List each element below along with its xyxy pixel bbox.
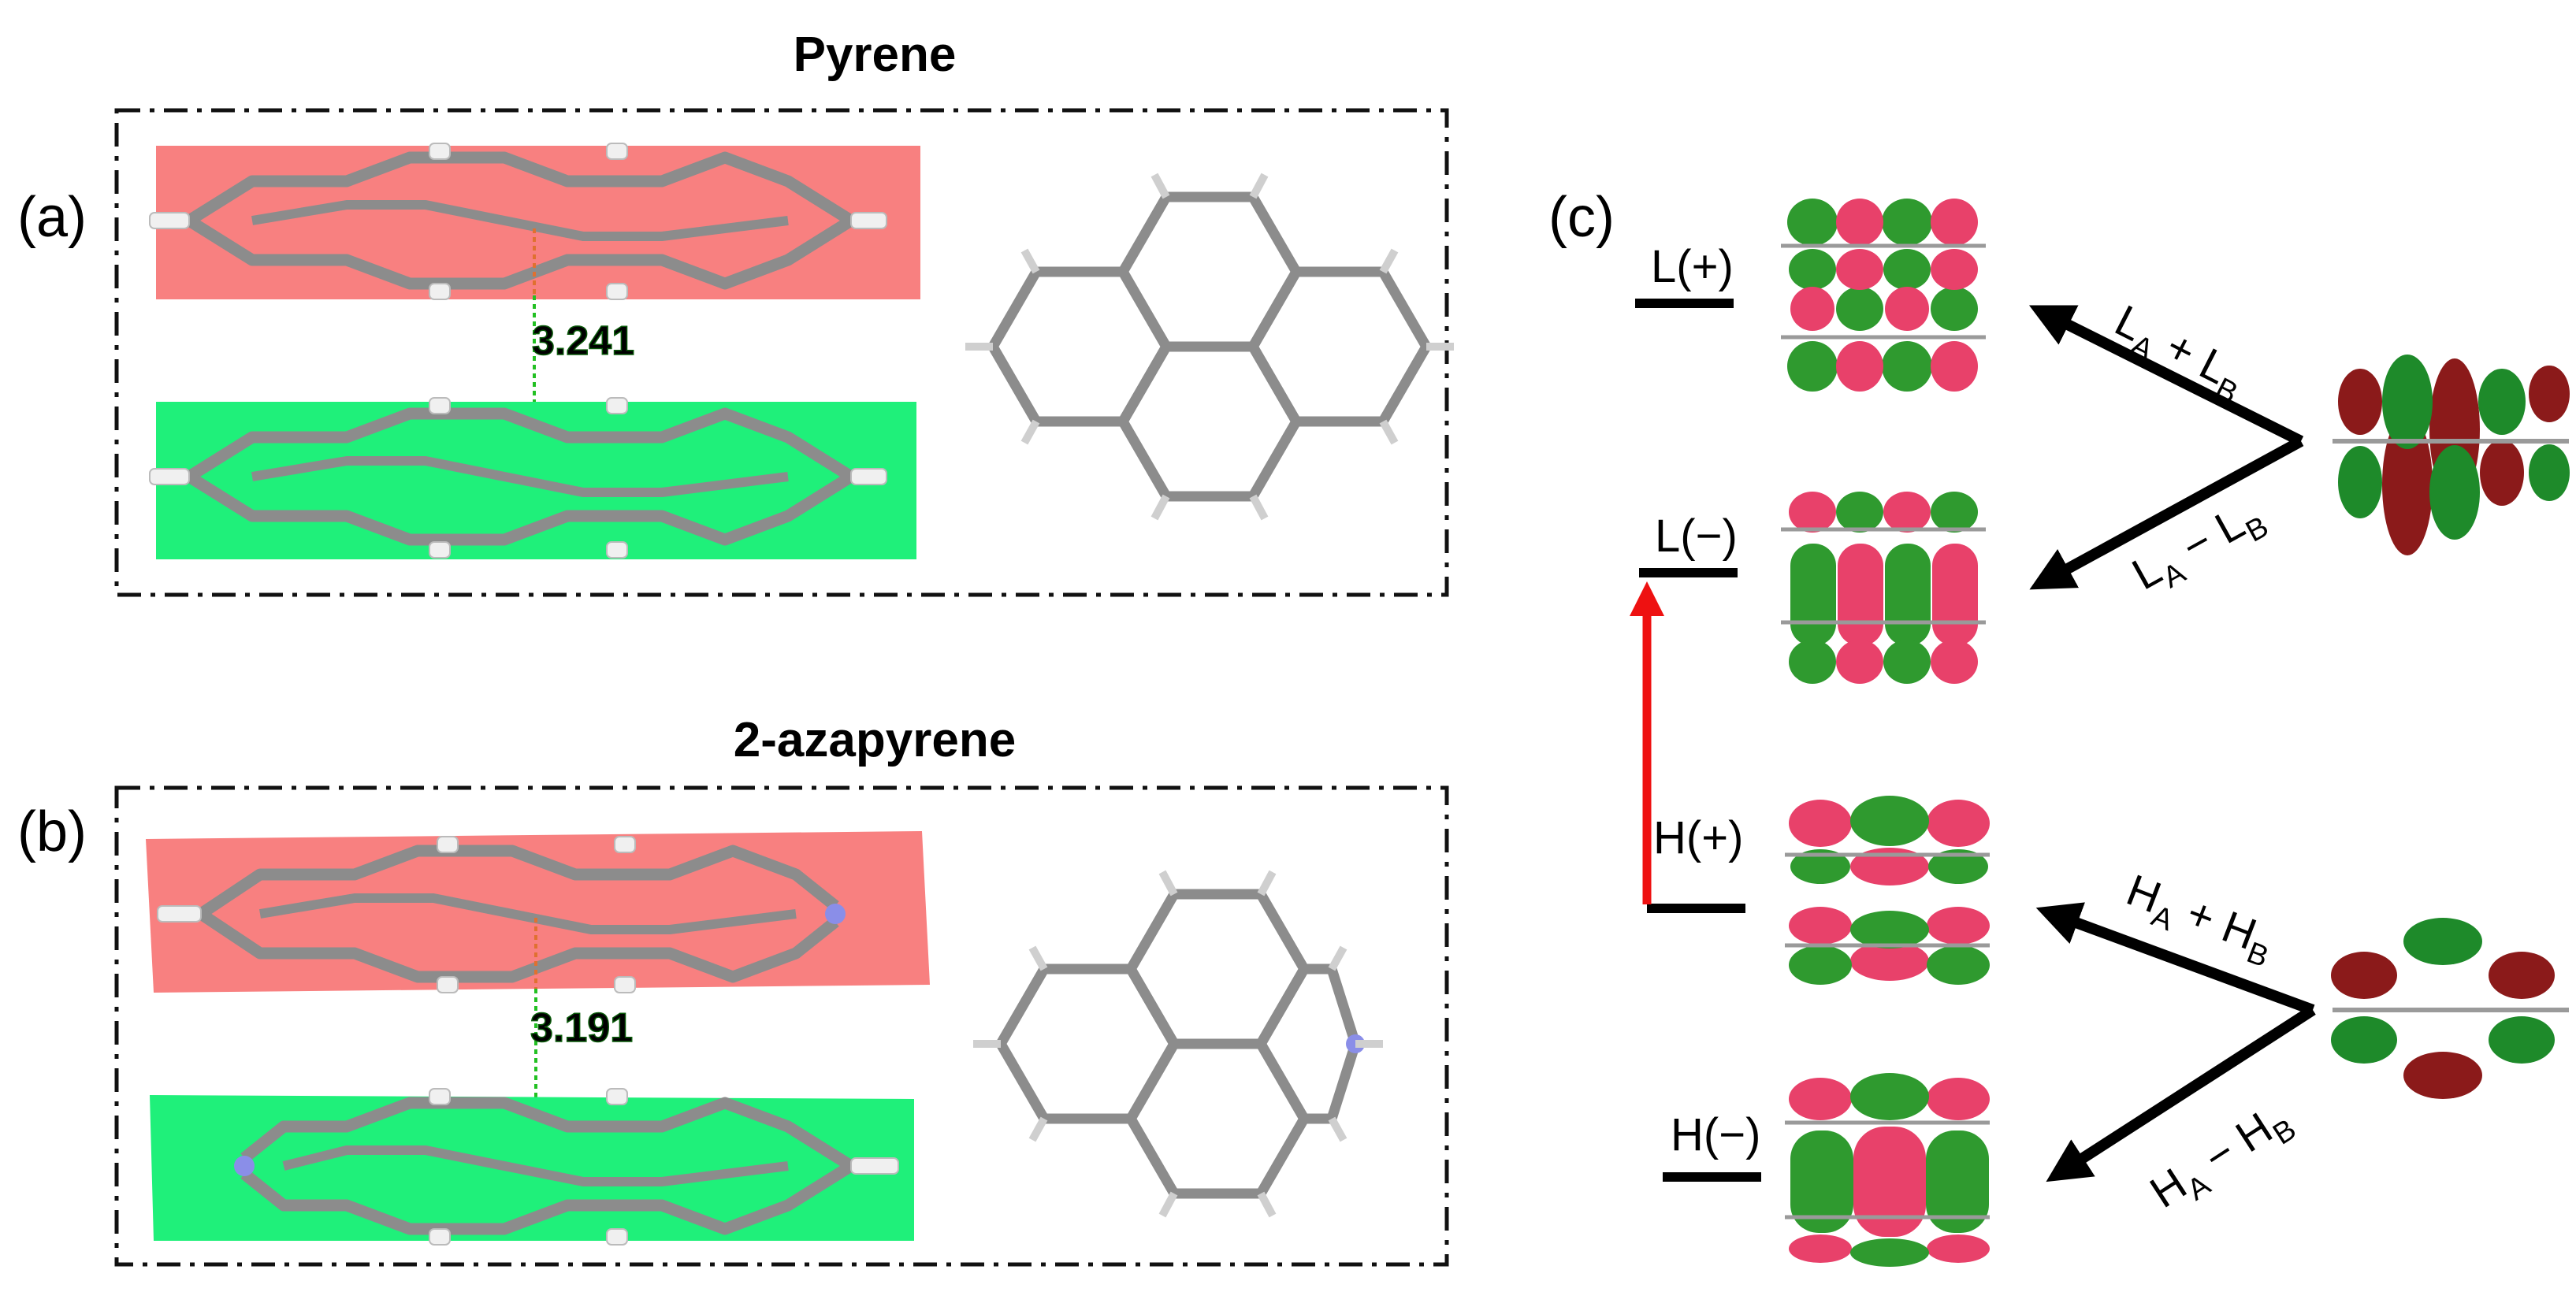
top-ring-lower	[197, 908, 839, 983]
nitrogen-atom	[825, 904, 846, 924]
monomer-homo	[2331, 918, 2569, 1099]
hydrogen	[429, 1228, 451, 1246]
bottom-ring-upper	[186, 407, 854, 482]
azapyrene-bottom-layer	[150, 1088, 914, 1246]
pyrene-bottom-layer	[149, 397, 916, 559]
bottom-ring-upper	[240, 1097, 854, 1171]
arrow-ha-minus-hb	[2046, 1005, 2316, 1182]
panel-b-letter: (b)	[17, 800, 87, 863]
panel-b-frame	[114, 785, 1449, 1267]
bottom-ring-inner	[282, 1145, 789, 1186]
hydrogen	[606, 1228, 628, 1246]
hydrogen	[614, 836, 636, 853]
hydrogen	[149, 468, 190, 485]
level-label-h-plus: H(+)	[1653, 812, 1743, 863]
orbital-h-plus	[1785, 796, 1990, 985]
orbital-l-plus	[1781, 199, 1986, 392]
hydrogen	[606, 143, 628, 160]
orbital-l-minus	[1781, 492, 1986, 684]
hydrogen	[157, 905, 202, 923]
hydrogen	[614, 976, 636, 993]
label-ha-minus-hb: HA − HB	[2141, 1092, 2302, 1225]
hydrogen	[606, 283, 628, 300]
hydrogen	[850, 468, 887, 485]
arrow-la-minus-lb	[2029, 436, 2304, 590]
hydrogen	[437, 836, 459, 853]
hydrogen	[606, 541, 628, 559]
hydrogen	[429, 397, 451, 414]
azapyrene-top-view-hydrogens	[973, 870, 1383, 1218]
hydrogen	[429, 541, 451, 559]
monomer-lumo	[2333, 355, 2570, 555]
label-la-minus-lb: LA − LB	[2124, 488, 2274, 607]
top-ring-upper	[197, 845, 839, 919]
top-ring-upper	[186, 151, 854, 226]
arrow-la-plus-lb	[2028, 305, 2304, 447]
panel-b: (b) 2-azapyrene 3.191	[17, 713, 1449, 1267]
hydrogen	[429, 283, 451, 300]
arrow-ha-plus-hb	[2035, 902, 2315, 1015]
hydrogen	[149, 212, 190, 229]
hydrogen	[606, 397, 628, 414]
bottom-ring-inner	[251, 456, 789, 497]
orbital-h-minus	[1785, 1073, 1990, 1267]
panel-b-title: 2-azapyrene	[734, 713, 1016, 767]
panel-c-letter: (c)	[1548, 186, 1615, 249]
nitrogen-atom	[234, 1156, 255, 1176]
hydrogen	[429, 1088, 451, 1105]
level-label-l-plus: L(+)	[1651, 241, 1734, 292]
bottom-ring-lower	[186, 471, 854, 546]
panel-c: (c) L(+) L(−) H(+) H(−)	[1548, 186, 2570, 1267]
top-ring-inner	[259, 893, 797, 934]
label-ha-plus-hb: HA + HB	[2117, 864, 2282, 974]
hydrogen	[850, 1157, 899, 1175]
level-label-h-minus: H(−)	[1671, 1109, 1760, 1160]
level-label-l-minus: L(−)	[1655, 510, 1738, 562]
distance-label-a: 3.241	[532, 318, 634, 364]
panel-a-title: Pyrene	[794, 28, 957, 82]
azapyrene-top-view	[995, 889, 1361, 1199]
hydrogen	[429, 143, 451, 160]
hydrogen	[850, 212, 887, 229]
azapyrene-top-layer	[146, 831, 930, 993]
pyrene-top-view-hydrogens	[965, 173, 1454, 521]
top-ring-inner	[251, 200, 789, 241]
bottom-ring-lower	[240, 1160, 854, 1235]
distance-label-b: 3.191	[530, 1005, 633, 1051]
hydrogen	[606, 1088, 628, 1105]
panel-a: (a) Pyrene 3.241	[17, 28, 1454, 597]
hydrogen	[437, 976, 459, 993]
panel-a-frame	[114, 108, 1449, 597]
panel-a-letter: (a)	[17, 186, 87, 249]
pyrene-top-view	[987, 191, 1432, 502]
